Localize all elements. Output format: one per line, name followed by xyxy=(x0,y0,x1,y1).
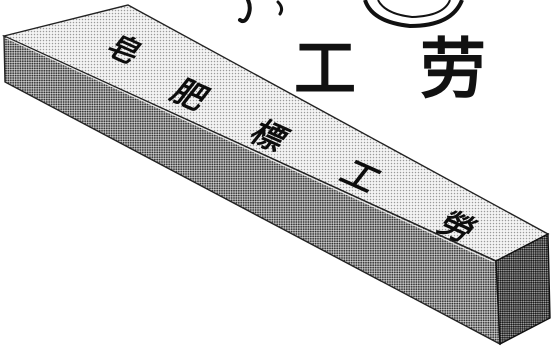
soap-bar: 皂 肥 標 工 勞 xyxy=(1,4,551,346)
brand-char-1: 工 xyxy=(294,32,356,105)
brand-char-2: 劳 xyxy=(420,30,486,108)
emblem-ring xyxy=(238,0,464,29)
soap-bar-end-face xyxy=(495,232,551,346)
brand-logo-text: 工 劳 xyxy=(294,30,486,108)
